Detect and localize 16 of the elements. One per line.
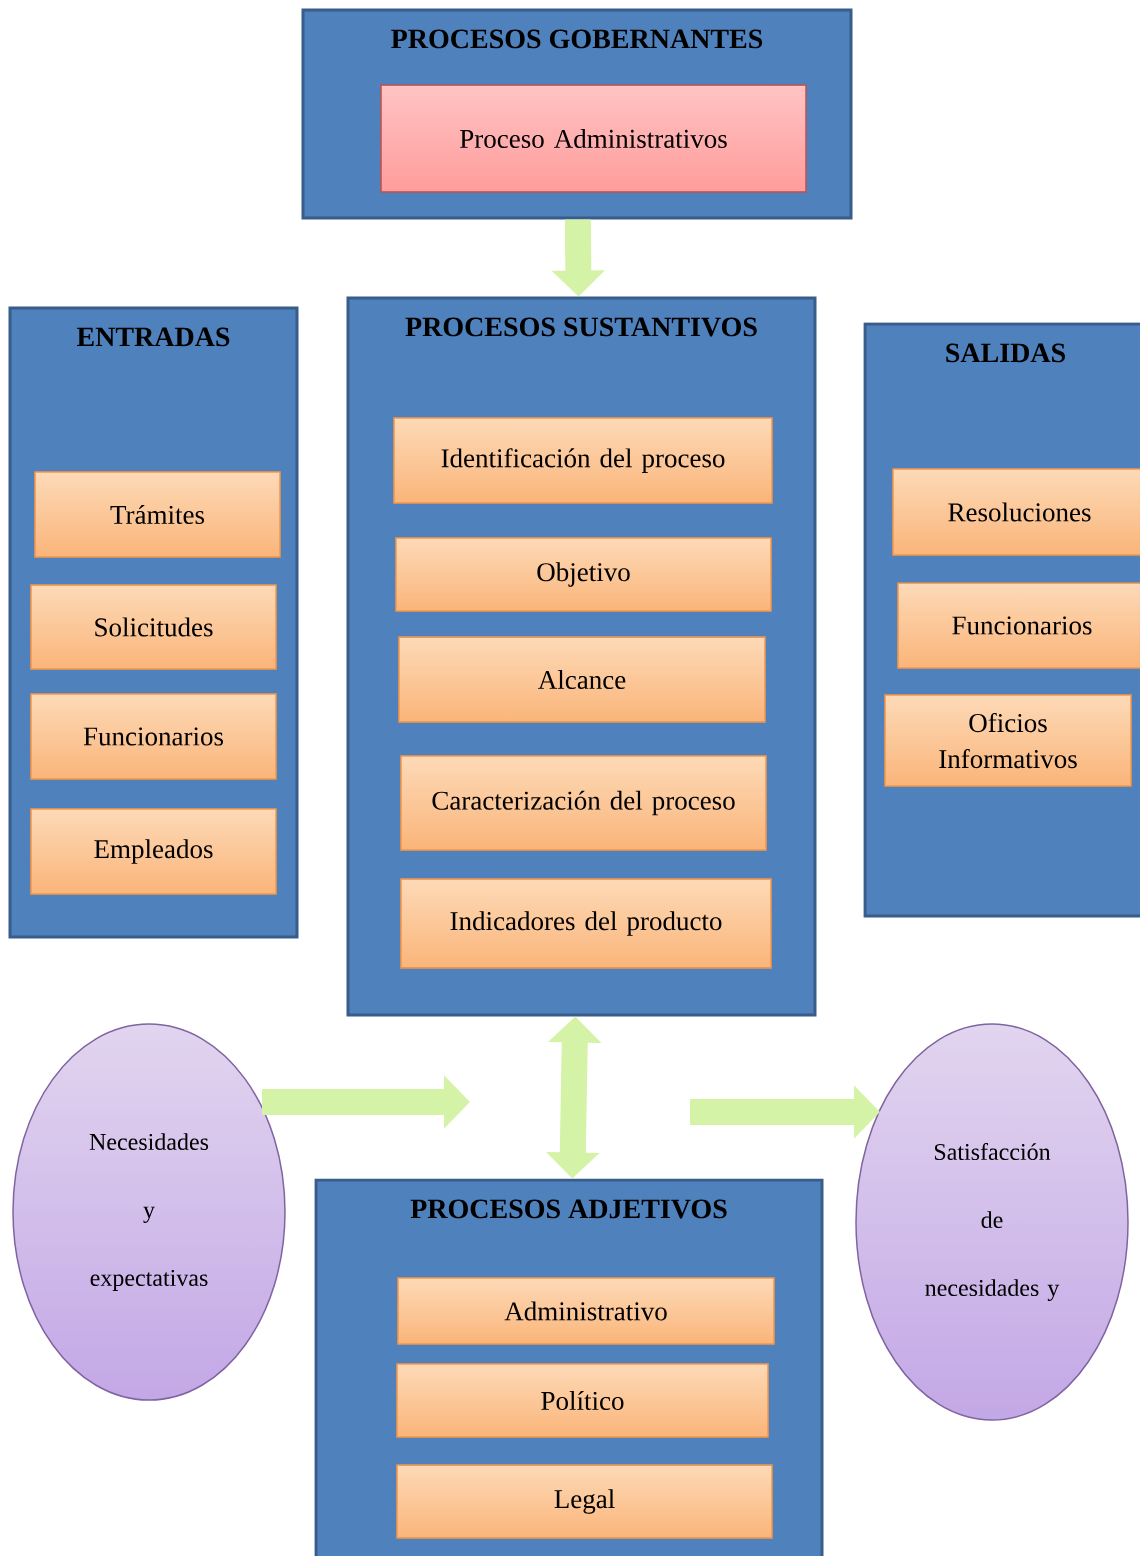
- process-box: Resoluciones: [892, 468, 1140, 556]
- process-box: Proceso Administrativos: [380, 84, 807, 193]
- process-box: Objetivo: [395, 537, 772, 612]
- process-box: Identificación del proceso: [393, 417, 773, 504]
- process-box: Legal: [396, 1464, 773, 1539]
- process-box: Funcionarios: [897, 582, 1140, 669]
- process-box: Administrativo: [397, 1277, 775, 1345]
- process-box: Funcionarios: [30, 693, 277, 780]
- process-box: Político: [396, 1363, 769, 1438]
- process-box: Empleados: [30, 808, 277, 895]
- process-box: Alcance: [398, 636, 766, 723]
- process-box: Solicitudes: [30, 584, 277, 670]
- process-box: Caracterización del proceso: [400, 755, 767, 851]
- process-box: Trámites: [34, 471, 281, 558]
- process-box: Indicadores del producto: [400, 878, 772, 969]
- process-box: Oficios Informativos: [884, 694, 1132, 787]
